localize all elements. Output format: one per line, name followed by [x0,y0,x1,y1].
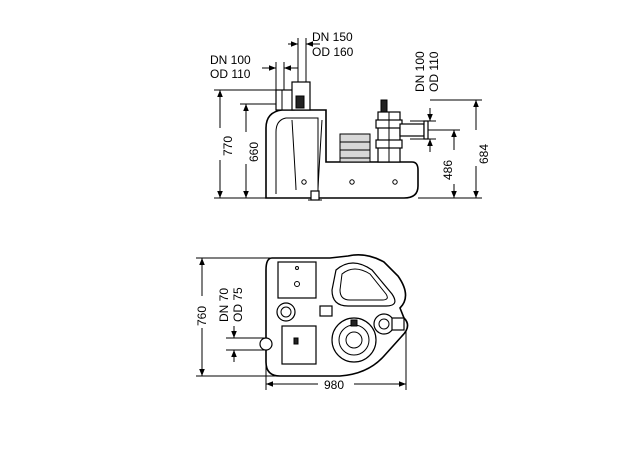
height-total-label: 770 [221,136,235,156]
dim-height-outlet: 486 [418,129,482,199]
top-view: DN 70 OD 75 760 980 [195,254,409,392]
top-check-valve [373,313,405,335]
inlet-large-dn-label: DN 150 [312,30,353,44]
width-label: 980 [324,378,344,392]
height-inlet-label: 660 [247,142,261,162]
depth-label: 760 [195,306,209,326]
top-small-hole [259,337,273,351]
side-inlet-small-pipe [275,89,295,111]
outlet-dn-label: DN 100 [413,51,427,92]
dim-height-total: 770 [214,89,276,199]
side-tank-body [265,109,419,199]
side-view: DN 150 OD 160 DN 100 OD 110 DN 100 OD 11… [210,30,491,201]
side-pump-unit [375,99,403,163]
dim-inlet-large: DN 150 OD 160 [288,30,354,82]
dim-height-right: 684 [430,99,491,198]
inlet-large-od-label: OD 160 [312,45,354,59]
dim-vent: DN 70 OD 75 [217,287,266,362]
side-foot [308,190,322,201]
top-vent-opening [276,302,296,322]
top-cover-upper [277,261,317,299]
height-right-label: 684 [477,144,491,164]
side-switch-box [339,133,371,163]
dim-inlet-small: DN 100 OD 110 [210,53,298,90]
inlet-small-dn-label: DN 100 [210,53,251,67]
dim-outlet: DN 100 OD 110 [410,51,441,152]
side-outlet-pipe [399,120,429,140]
side-inlet-large-pipe [291,81,311,111]
top-inspection-opening [331,262,396,307]
vent-od-label: OD 75 [231,287,245,322]
height-outlet-label: 486 [441,160,455,180]
top-cover-lower [281,325,317,365]
outlet-od-label: OD 110 [427,51,441,92]
vent-dn-label: DN 70 [217,288,231,322]
inlet-small-od-label: OD 110 [210,67,251,81]
top-pipe-stub [319,305,333,317]
top-pump-flange [331,317,377,363]
dim-height-inlet: 660 [240,103,276,198]
dim-width: 980 [265,330,407,392]
